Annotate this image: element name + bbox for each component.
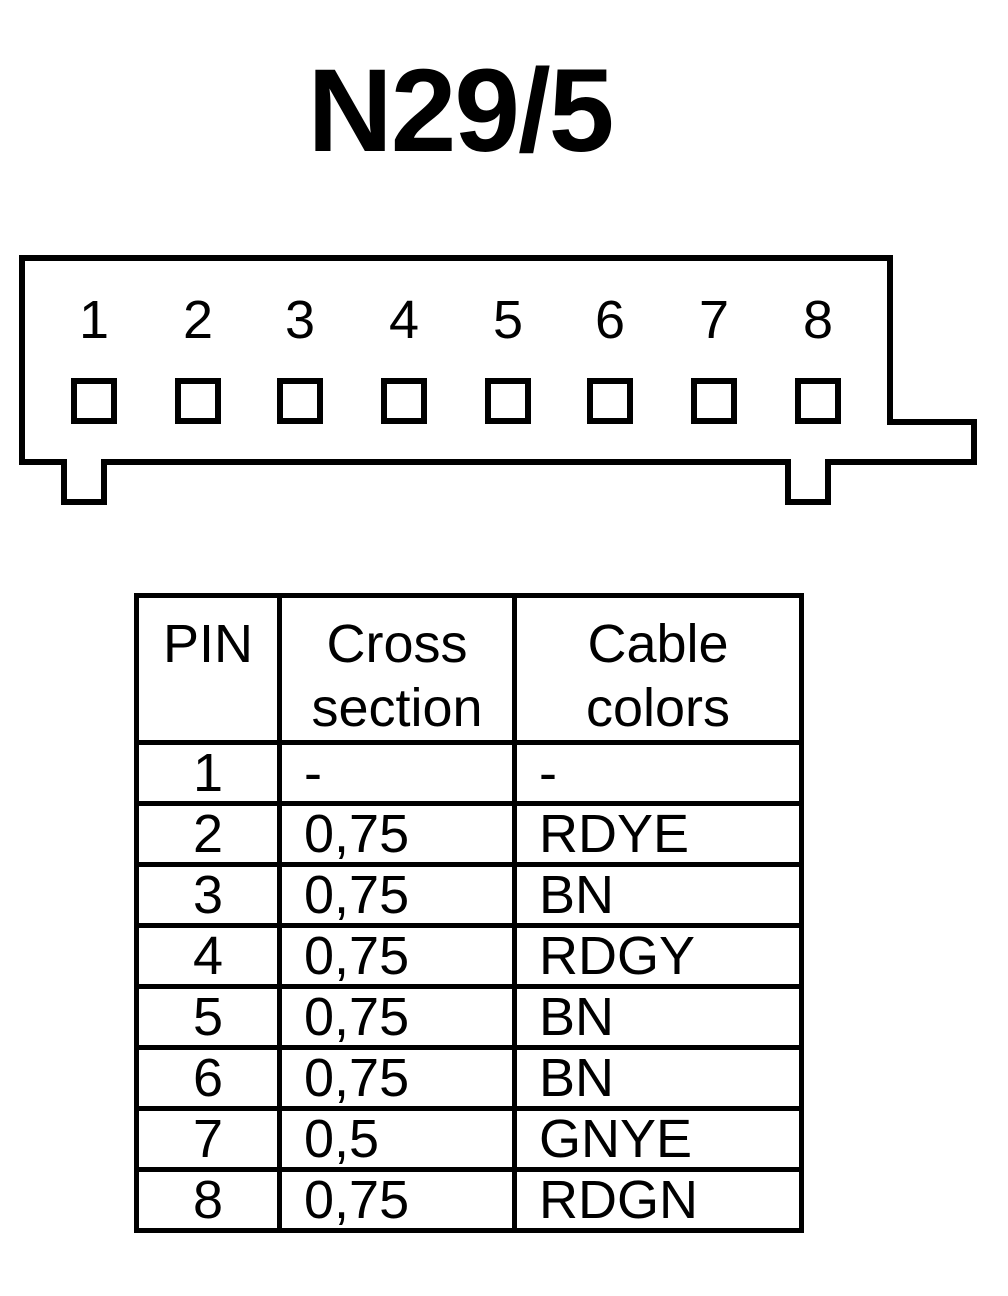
pin-socket-5 [485,378,531,424]
cable-color-cell: BN [512,984,804,1050]
cross-section-cell: 0,75 [277,923,517,989]
table-header-row: PIN Cross section Cable colors [134,593,804,745]
pin-number-2: 2 [183,290,213,350]
pin-number-1: 1 [79,290,109,350]
cable-color-cell: BN [512,862,804,928]
header-pin: PIN [134,593,282,745]
cable-color-cell: - [512,740,804,806]
pin-socket-7 [691,378,737,424]
connector-title: N29/5 [307,45,615,177]
header-cable-colors: Cable colors [512,593,804,745]
pin-cell: 6 [134,1045,282,1111]
cable-color-cell: RDGY [512,923,804,989]
table-row: 1-- [134,740,804,806]
pin-number-4: 4 [389,290,419,350]
pin-cell: 5 [134,984,282,1050]
cable-color-cell: GNYE [512,1106,804,1172]
header-cross-section: Cross section [277,593,517,745]
cable-color-cell: RDYE [512,801,804,867]
pin-socket-2 [175,378,221,424]
cross-section-cell: 0,75 [277,1045,517,1111]
connector-diagram: 1 2 3 4 5 6 7 8 [19,255,977,505]
pin-number-5: 5 [493,290,523,350]
pin-socket-4 [381,378,427,424]
cross-section-cell: 0,75 [277,862,517,928]
cross-section-cell: - [277,740,517,806]
pin-number-7: 7 [699,290,729,350]
pin-socket-1 [71,378,117,424]
pin-cell: 3 [134,862,282,928]
cable-color-cell: BN [512,1045,804,1111]
pin-number-6: 6 [595,290,625,350]
pin-number-3: 3 [285,290,315,350]
connector-outline [19,255,977,505]
cross-section-cell: 0,75 [277,984,517,1050]
cable-color-cell: RDGN [512,1167,804,1233]
pin-socket-3 [277,378,323,424]
pin-cell: 2 [134,801,282,867]
pin-socket-8 [795,378,841,424]
pin-socket-6 [587,378,633,424]
cross-section-cell: 0,75 [277,1167,517,1233]
pin-cell: 8 [134,1167,282,1233]
pin-cell: 1 [134,740,282,806]
cross-section-cell: 0,5 [277,1106,517,1172]
pin-cell: 7 [134,1106,282,1172]
pin-group: 1 2 3 4 5 6 7 8 [71,290,841,424]
pin-number-8: 8 [803,290,833,350]
cross-section-cell: 0,75 [277,801,517,867]
pin-cell: 4 [134,923,282,989]
